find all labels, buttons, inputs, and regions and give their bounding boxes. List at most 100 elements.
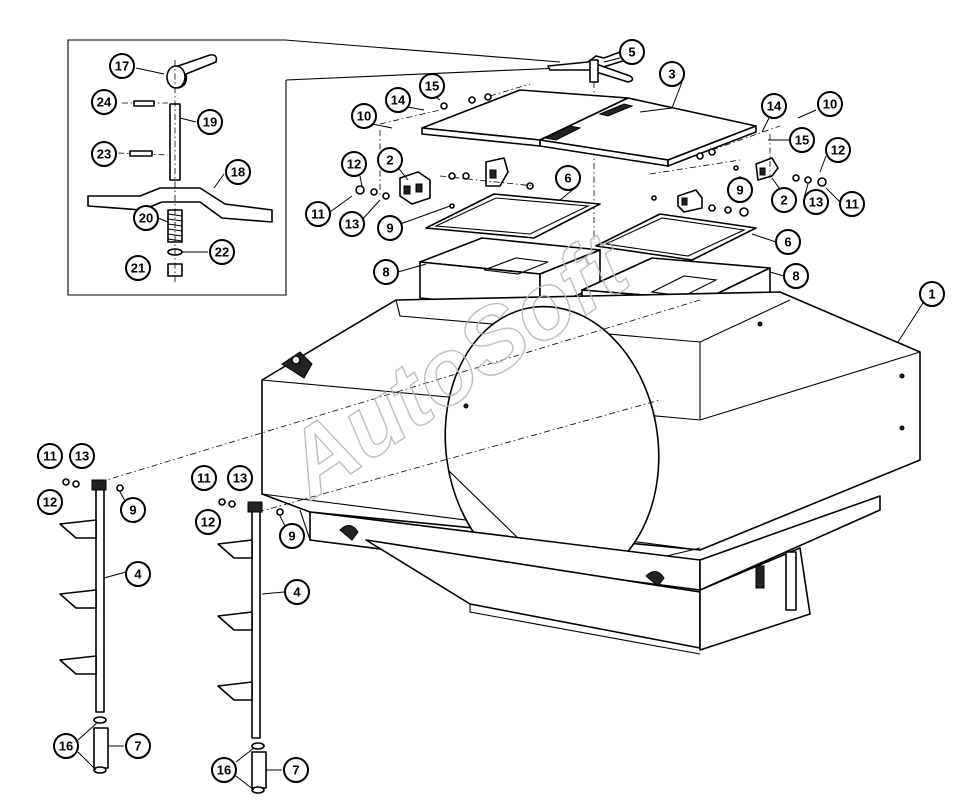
svg-text:2: 2	[386, 153, 393, 168]
callout-13-a: 13	[339, 211, 365, 237]
svg-text:15: 15	[425, 79, 439, 94]
callout-14-right: 14	[761, 93, 787, 119]
callout-13-b: 13	[803, 189, 829, 215]
callout-24: 24	[91, 89, 117, 115]
svg-text:16: 16	[59, 739, 73, 754]
callout-11-b: 11	[839, 191, 865, 217]
svg-text:11: 11	[43, 449, 57, 464]
svg-text:2: 2	[780, 193, 787, 208]
pin-23	[129, 150, 153, 157]
svg-text:23: 23	[97, 147, 111, 162]
svg-text:4: 4	[134, 567, 142, 582]
svg-text:7: 7	[292, 763, 299, 778]
gaskets-6	[425, 193, 757, 261]
svg-text:14: 14	[391, 93, 406, 108]
callout-9-d: 9	[279, 523, 305, 549]
svg-text:9: 9	[736, 183, 743, 198]
callout-10-right: 10	[817, 91, 843, 117]
callout-8-left: 8	[373, 259, 399, 285]
svg-text:5: 5	[628, 45, 635, 60]
svg-text:20: 20	[139, 211, 153, 226]
svg-text:24: 24	[97, 95, 112, 110]
callout-12-d: 12	[195, 509, 221, 535]
lids-3	[421, 89, 757, 167]
svg-text:12: 12	[347, 157, 361, 172]
callout-12-c: 12	[37, 489, 63, 515]
callout-11-a: 11	[305, 201, 331, 227]
callout-12-a: 12	[341, 151, 367, 177]
callout-16-left: 16	[53, 733, 79, 759]
detail-inset	[67, 39, 561, 296]
svg-text:13: 13	[233, 471, 247, 486]
callout-4-left: 4	[125, 561, 151, 587]
callout-21: 21	[125, 255, 151, 281]
callout-1: 1	[919, 281, 945, 307]
svg-text:22: 22	[215, 245, 229, 260]
callout-13-d: 13	[227, 465, 253, 491]
svg-text:18: 18	[231, 165, 245, 180]
svg-text:13: 13	[809, 195, 823, 210]
callout-2-right: 2	[771, 187, 797, 213]
agitator-shaft-right	[217, 501, 267, 794]
svg-text:12: 12	[201, 515, 215, 530]
hardware-bolts	[355, 83, 827, 217]
svg-text:6: 6	[784, 235, 791, 250]
svg-text:8: 8	[382, 265, 389, 280]
callout-6-left: 6	[555, 165, 581, 191]
svg-text:12: 12	[43, 495, 57, 510]
svg-text:21: 21	[131, 261, 145, 276]
latches-2	[399, 157, 779, 213]
svg-text:12: 12	[831, 143, 845, 158]
agitator-hardware	[62, 478, 284, 516]
callout-6-right: 6	[775, 229, 801, 255]
callout-9-a: 9	[377, 215, 403, 241]
callout-16-right: 16	[211, 757, 237, 783]
callout-22: 22	[209, 239, 235, 265]
svg-text:10: 10	[357, 109, 371, 124]
callout-13-c: 13	[69, 443, 95, 469]
svg-text:6: 6	[564, 171, 571, 186]
callout-15-left: 15	[419, 73, 445, 99]
svg-text:13: 13	[75, 449, 89, 464]
agitator-shaft-left	[59, 479, 109, 774]
hopper-body-1	[261, 291, 921, 655]
callout-7-right: 7	[283, 757, 309, 783]
callout-4-right: 4	[284, 579, 310, 605]
svg-text:7: 7	[134, 739, 141, 754]
callout-9-c: 9	[120, 497, 146, 523]
callout-9-b: 9	[727, 177, 753, 203]
svg-text:17: 17	[115, 59, 129, 74]
svg-text:13: 13	[345, 217, 359, 232]
callout-23: 23	[91, 141, 117, 167]
svg-text:9: 9	[129, 503, 136, 518]
callout-7-left: 7	[125, 733, 151, 759]
svg-text:15: 15	[795, 133, 809, 148]
svg-text:4: 4	[293, 585, 301, 600]
callout-15-right: 15	[789, 127, 815, 153]
callout-11-d: 11	[191, 465, 217, 491]
callout-11-c: 11	[37, 443, 63, 469]
lid-handle-5	[547, 51, 634, 240]
svg-text:8: 8	[792, 269, 799, 284]
callout-14-left: 14	[385, 87, 411, 113]
handle-part	[166, 54, 218, 89]
callout-8-right: 8	[783, 263, 809, 289]
svg-text:9: 9	[288, 529, 295, 544]
callout-10-left: 10	[351, 103, 377, 129]
svg-text:19: 19	[203, 115, 217, 130]
callout-2-left: 2	[377, 147, 403, 173]
callout-17: 17	[109, 53, 135, 79]
callout-20: 20	[133, 205, 159, 231]
svg-text:1: 1	[928, 287, 935, 302]
svg-text:3: 3	[668, 67, 675, 82]
svg-text:16: 16	[217, 763, 231, 778]
svg-text:14: 14	[767, 99, 782, 114]
callout-3: 3	[659, 61, 685, 87]
callout-19: 19	[197, 109, 223, 135]
svg-text:10: 10	[823, 97, 837, 112]
callout-12-b: 12	[825, 137, 851, 163]
callout-18: 18	[225, 159, 251, 185]
svg-text:11: 11	[197, 471, 211, 486]
svg-text:11: 11	[845, 197, 859, 212]
